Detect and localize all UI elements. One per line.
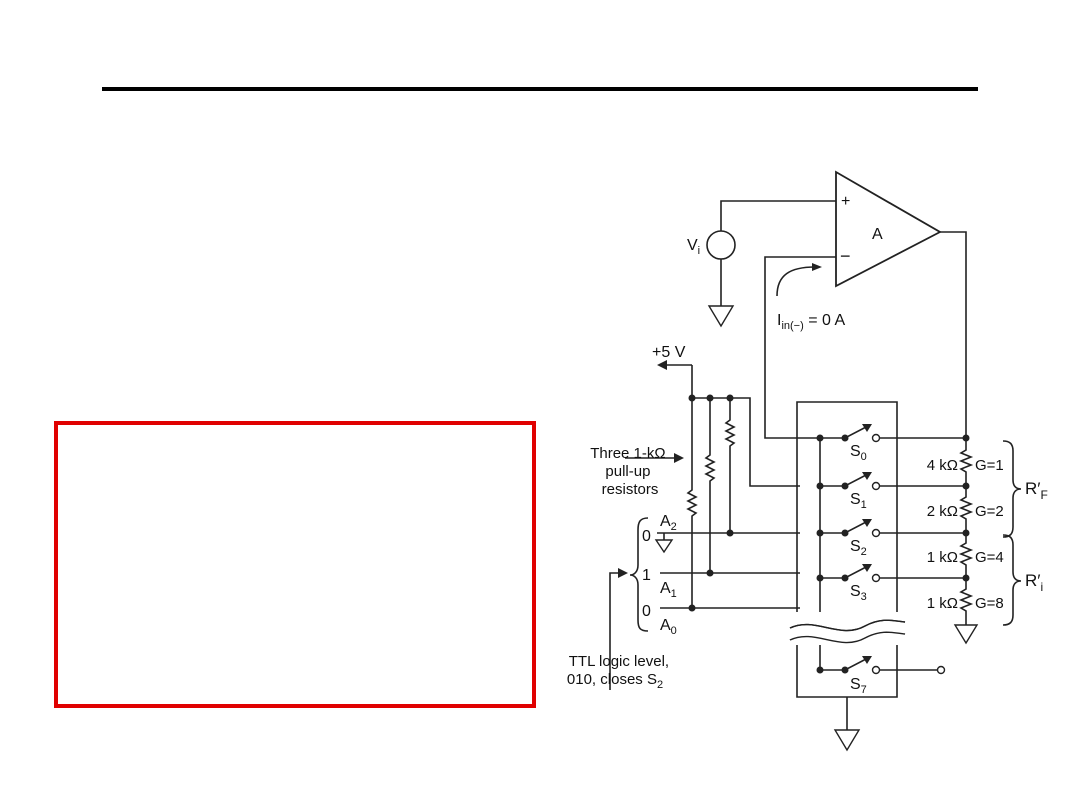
minus-sign: − bbox=[840, 246, 851, 266]
multiplexer: S0 S1 S2 S3 bbox=[789, 401, 946, 752]
title-rule bbox=[102, 87, 978, 91]
iin-label: Iin(−) = 0 A bbox=[777, 312, 845, 332]
input-source: Vi bbox=[687, 200, 836, 328]
ground-icon bbox=[654, 539, 674, 554]
ground-icon bbox=[833, 729, 861, 752]
bit0-name: A0 bbox=[660, 617, 677, 637]
ttl-note: TTL logic level, 010, closes S2 bbox=[567, 653, 673, 691]
ground-icon bbox=[953, 624, 979, 645]
pullup-note: Three 1-kΩ pull-up resistors bbox=[590, 445, 670, 498]
svg-text:S2: S2 bbox=[850, 538, 867, 558]
plus-sign: + bbox=[841, 193, 850, 210]
svg-text:S7: S7 bbox=[850, 676, 867, 696]
bit0-value: 0 bbox=[642, 603, 651, 620]
svg-text:G=4: G=4 bbox=[975, 549, 1004, 566]
switch-s0: S0 bbox=[820, 424, 881, 463]
bit2-value: 0 bbox=[642, 528, 651, 545]
switch-s7: S7 bbox=[820, 656, 946, 696]
switch-s3: S3 bbox=[820, 564, 881, 603]
svg-text:2 kΩ: 2 kΩ bbox=[927, 503, 958, 520]
svg-text:S3: S3 bbox=[850, 583, 867, 603]
ground-icon bbox=[707, 305, 735, 328]
svg-text:1 kΩ: 1 kΩ bbox=[927, 595, 958, 612]
gain-resistor-string: 4 kΩ G=1 2 kΩ G=2 1 kΩ G=4 1 kΩ G=8 R′F … bbox=[927, 434, 1048, 645]
address-inputs: 0 A2 1 A1 0 A0 TTL logic level, 010, clo… bbox=[567, 513, 800, 691]
supply-label: +5 V bbox=[652, 344, 686, 361]
amp-label: A bbox=[872, 226, 883, 243]
input-current-note: Iin(−) = 0 A bbox=[776, 263, 845, 332]
svg-text:G=8: G=8 bbox=[975, 595, 1004, 612]
vi-label: Vi bbox=[687, 237, 700, 257]
svg-text:S1: S1 bbox=[850, 491, 867, 511]
op-amp: + − A bbox=[835, 170, 942, 288]
highlight-box bbox=[54, 421, 536, 708]
bit1-name: A1 bbox=[660, 580, 677, 600]
ri-label: R′i bbox=[1025, 571, 1043, 594]
switch-s2: S2 bbox=[820, 519, 881, 558]
switch-s1: S1 bbox=[820, 472, 881, 511]
svg-text:G=2: G=2 bbox=[975, 503, 1004, 520]
svg-text:G=1: G=1 bbox=[975, 457, 1004, 474]
svg-text:S0: S0 bbox=[850, 443, 867, 463]
rf-label: R′F bbox=[1025, 479, 1048, 502]
svg-text:1 kΩ: 1 kΩ bbox=[927, 549, 958, 566]
supply-and-pullups: +5 V Three 1-kΩ pull-up resistors bbox=[590, 344, 800, 608]
bit1-value: 1 bbox=[642, 567, 651, 584]
svg-text:4 kΩ: 4 kΩ bbox=[927, 457, 958, 474]
bit2-name: A2 bbox=[660, 513, 677, 533]
